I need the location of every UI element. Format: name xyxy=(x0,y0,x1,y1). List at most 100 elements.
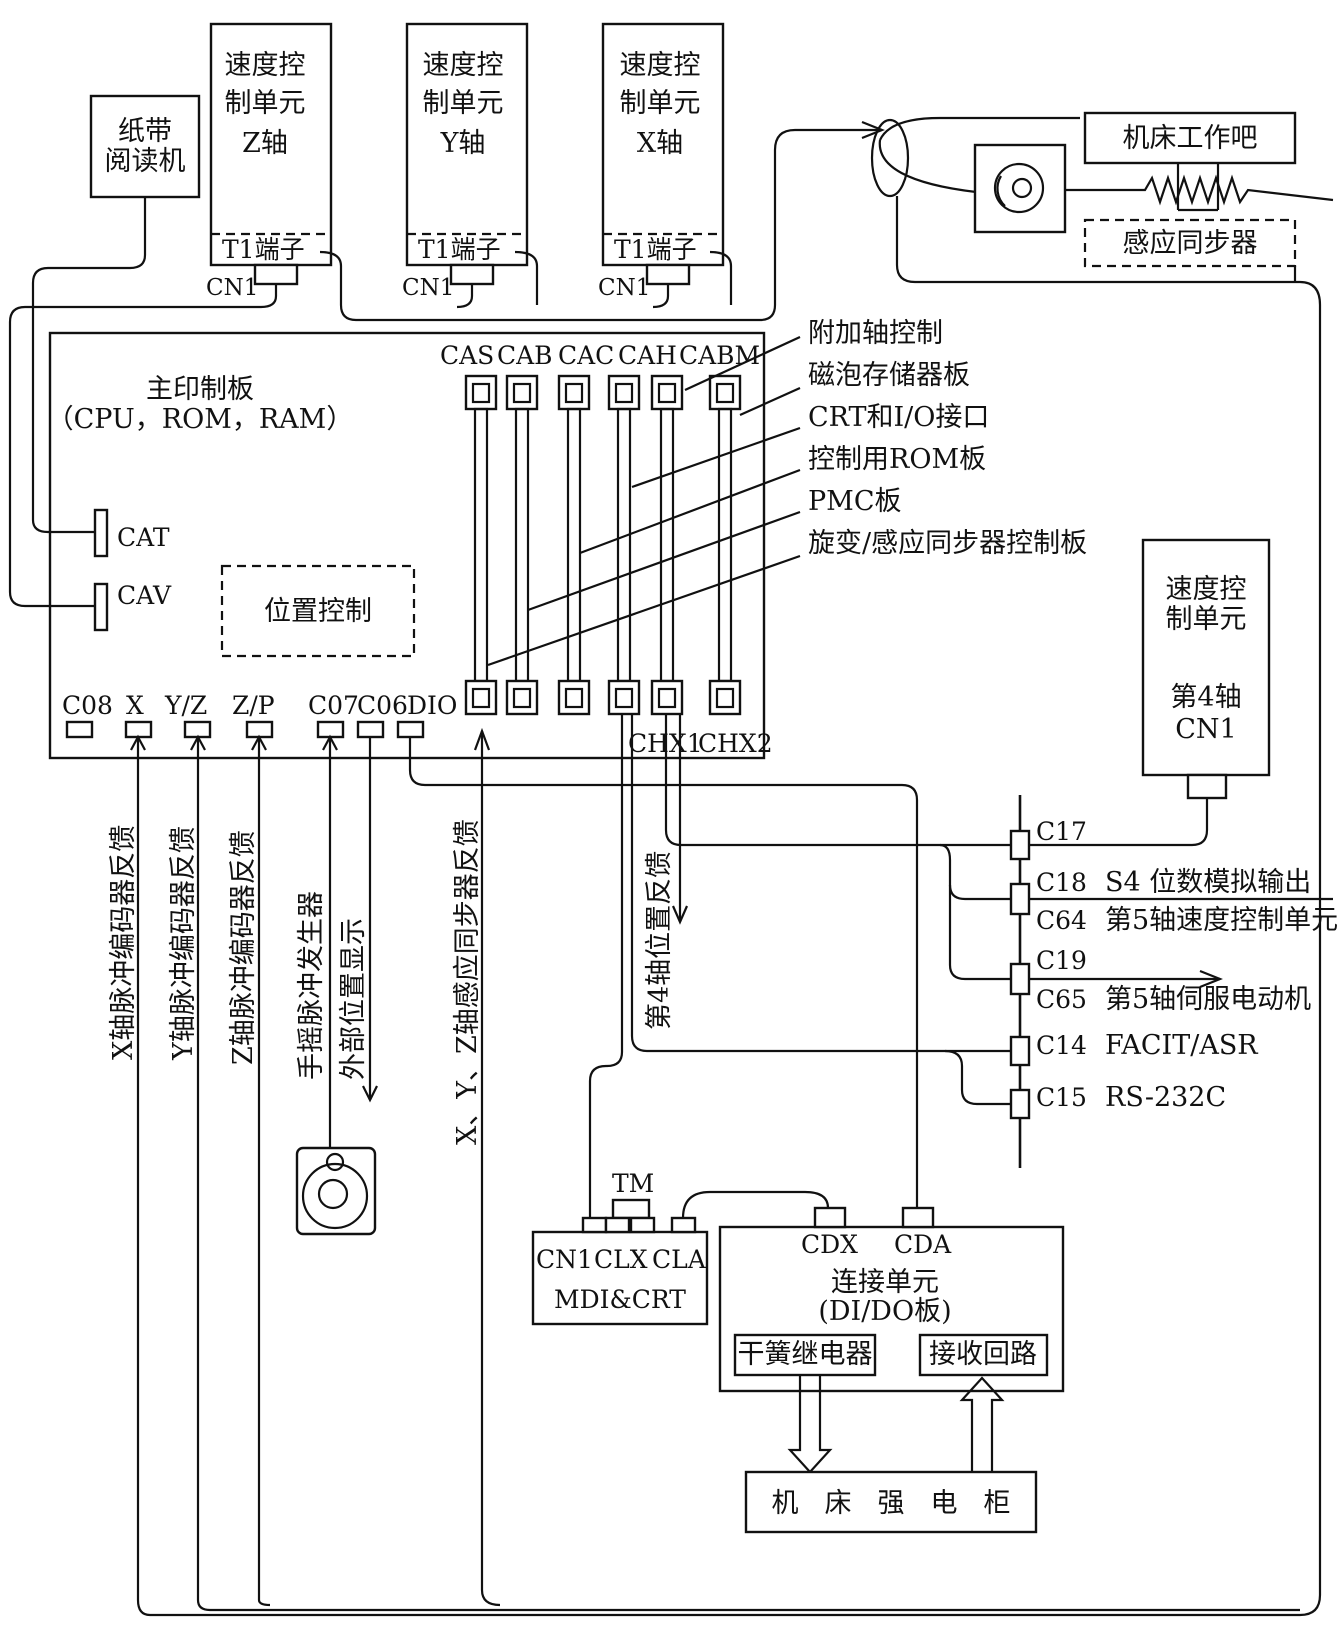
feedback-labels: X轴脉冲编码器反馈 Y轴脉冲编码器反馈 Z轴脉冲编码器反馈 手摇脉冲发生器 外部… xyxy=(108,819,675,1145)
speed-unit-x-cn1: CN1 xyxy=(598,275,650,301)
slot-extra xyxy=(708,374,742,716)
conn-label-c06: C06 xyxy=(357,691,408,720)
mdi-crt-unit: TM CN1 CLX CLA MDI&CRT xyxy=(531,1169,830,1326)
bus-c65-label: C65 xyxy=(1036,985,1087,1014)
speed-unit-4-line3: 第4轴 xyxy=(1170,682,1241,713)
tape-reader-label-2: 阅读机 xyxy=(105,146,186,177)
connector-cav-label: CAV xyxy=(117,581,172,610)
mdi-cn1-label: CN1 xyxy=(536,1245,593,1274)
conn-label-c08: C08 xyxy=(62,691,113,720)
board-leaders xyxy=(487,336,801,667)
inductosyn: 感应同步器 xyxy=(1083,218,1297,268)
board-labels: 附加轴控制 磁泡存储器板 CRT和I/O接口 控制用ROM板 PMC板 旋变/感… xyxy=(808,318,1087,559)
slot-cab xyxy=(505,374,539,716)
bus-c14-text: FACIT/ASR xyxy=(1105,1030,1258,1061)
mdi-cla-label: CLA xyxy=(652,1245,707,1274)
speed-unit-x-line3: X轴 xyxy=(637,128,683,159)
board-slots: CAS CAB CAC CAH CABM xyxy=(440,341,760,716)
feedback-lines xyxy=(130,727,1300,1612)
bus-c64-text: 第5轴速度控制单元 xyxy=(1105,905,1338,936)
wiring-top xyxy=(8,120,1322,1617)
conn-label-c07: C07 xyxy=(308,691,359,720)
bus-c15-label: C15 xyxy=(1036,1083,1087,1112)
speed-unit-x-line2: 制单元 xyxy=(620,88,701,119)
slot-cac xyxy=(557,374,591,716)
tape-reader: 纸带 阅读机 xyxy=(89,94,201,199)
bus-c19-label: C19 xyxy=(1036,946,1087,975)
main-board-subtitle: （CPU，ROM，RAM） xyxy=(47,404,354,435)
x-encoder-feedback-label: X轴脉冲编码器反馈 xyxy=(108,825,139,1060)
machine-cabinet: 机 床 强 电 柜 xyxy=(744,1470,1038,1534)
reed-relay-label: 干簧继电器 xyxy=(738,1339,873,1370)
connect-cdx-label: CDX xyxy=(801,1230,858,1259)
external-position-display-label: 外部位置显示 xyxy=(338,918,369,1080)
speed-unit-z-cn1: CN1 xyxy=(206,275,258,301)
slot-label-cas: CAS xyxy=(440,341,494,370)
speed-unit-y-line2: 制单元 xyxy=(423,88,504,119)
slot-cas xyxy=(464,374,498,716)
machine-table: 机床工作吧 xyxy=(1083,111,1297,165)
conn-label-zp: Z/P xyxy=(232,691,275,720)
motor-assembly xyxy=(870,116,1334,234)
board-label-crt-io: CRT和I/O接口 xyxy=(808,402,989,433)
handwheel-icon xyxy=(295,1146,377,1236)
y-encoder-feedback-label: Y轴脉冲编码器反馈 xyxy=(168,826,199,1061)
conn-label-dio: DIO xyxy=(407,691,457,720)
speed-unit-4-line4: CN1 xyxy=(1175,714,1236,745)
speed-unit-y: 速度控 制单元 Y轴 T1端子 CN1 xyxy=(402,22,529,301)
z-encoder-feedback-label: Z轴脉冲编码器反馈 xyxy=(228,830,259,1065)
speed-unit-x: 速度控 制单元 X轴 T1端子 CN1 xyxy=(598,22,725,301)
speed-unit-z-line1: 速度控 xyxy=(225,50,306,81)
cabinet-char-3: 强 xyxy=(878,1488,905,1519)
bus-c64-label: C64 xyxy=(1036,906,1087,935)
cabinet-char-2: 床 xyxy=(825,1488,852,1519)
board-label-bubble-memory: 磁泡存储器板 xyxy=(808,360,970,391)
connector-bus: C17 C18 S4 位数模拟输出 C64 第5轴速度控制单元 C19 C65 … xyxy=(1009,795,1338,1168)
axis4-position-feedback-label: 第4轴位置反馈 xyxy=(644,851,675,1030)
slot-label-cah: CAH xyxy=(618,341,677,370)
speed-unit-4: 速度控 制单元 第4轴 CN1 xyxy=(1141,538,1271,800)
slot-label-cab: CAB xyxy=(497,341,553,370)
connect-unit-title: 连接单元 xyxy=(831,1267,939,1298)
speed-unit-4-line2: 制单元 xyxy=(1166,604,1247,635)
slot-cah xyxy=(607,374,641,716)
speed-unit-z: 速度控 制单元 Z轴 T1端子 CN1 xyxy=(206,22,333,301)
connect-cda-label: CDA xyxy=(894,1230,952,1259)
board-label-pmc: PMC板 xyxy=(808,486,901,517)
machine-table-label: 机床工作吧 xyxy=(1123,123,1258,154)
speed-unit-y-line3: Y轴 xyxy=(440,128,486,159)
conn-label-yz: Y/Z xyxy=(164,691,207,720)
xyz-inductosyn-feedback-label: X、Y、Z轴感应同步器反馈 xyxy=(452,819,483,1145)
cabinet-char-5: 柜 xyxy=(984,1488,1011,1519)
conn-label-x: X xyxy=(126,691,144,720)
slot-label-cac: CAC xyxy=(558,341,614,370)
board-label-resolver: 旋变/感应同步器控制板 xyxy=(808,528,1087,559)
cabinet-char-4: 电 xyxy=(931,1488,958,1519)
connect-unit-subtitle: (DI/DO板) xyxy=(818,1296,951,1327)
slot-label-cabm: CABM xyxy=(679,341,760,370)
tape-reader-label-1: 纸带 xyxy=(118,116,172,147)
speed-unit-z-line2: 制单元 xyxy=(225,88,306,119)
bus-c15-text: RS-232C xyxy=(1105,1082,1226,1113)
mdi-clx-label: CLX xyxy=(594,1245,648,1274)
bus-c14-label: C14 xyxy=(1036,1031,1087,1060)
main-board: 主印制板 （CPU，ROM，RAM） CAT CAV 位置控制 xyxy=(47,331,766,760)
board-label-control-rom: 控制用ROM板 xyxy=(808,444,986,475)
board-label-additional-axis: 附加轴控制 xyxy=(808,318,943,349)
main-board-title: 主印制板 xyxy=(146,374,254,405)
bus-c65-text: 第5轴伺服电动机 xyxy=(1105,984,1311,1015)
speed-unit-x-line1: 速度控 xyxy=(620,50,701,81)
position-control-label: 位置控制 xyxy=(264,596,372,627)
chx2-label: CHX2 xyxy=(698,729,773,758)
connect-unit: CDX CDA 连接单元 (DI/DO板) 干簧继电器 接收回路 xyxy=(718,1206,1065,1393)
slot-cabm xyxy=(650,374,684,716)
speed-unit-z-terminal: T1端子 xyxy=(222,235,305,264)
receive-circuit-label: 接收回路 xyxy=(929,1339,1037,1370)
speed-unit-y-cn1: CN1 xyxy=(402,275,454,301)
mdi-crt-name: MDI&CRT xyxy=(554,1285,686,1314)
inductosyn-label: 感应同步器 xyxy=(1123,228,1258,259)
speed-unit-y-line1: 速度控 xyxy=(423,50,504,81)
bus-c18-text: S4 位数模拟输出 xyxy=(1105,867,1311,898)
speed-unit-y-terminal: T1端子 xyxy=(418,235,501,264)
